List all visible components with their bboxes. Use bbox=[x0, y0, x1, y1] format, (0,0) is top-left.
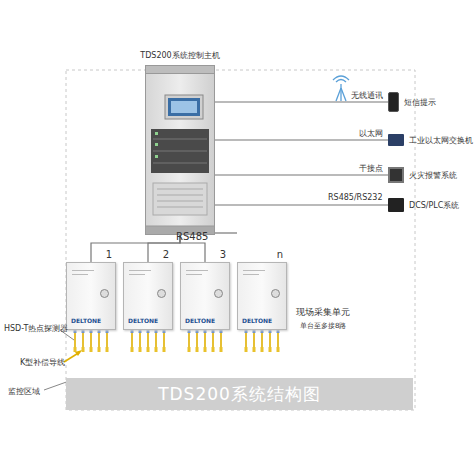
collector-unit: 2DELTONE bbox=[123, 262, 173, 330]
part-label: 监控区域 bbox=[8, 386, 40, 397]
connector-line bbox=[215, 174, 388, 175]
lock-knob bbox=[100, 289, 109, 298]
panel-line bbox=[72, 270, 94, 271]
device-icon bbox=[388, 198, 404, 212]
panel-line bbox=[186, 270, 208, 271]
collector-unit: nDELTONE bbox=[237, 262, 287, 330]
device-label: 火灾报警系统 bbox=[409, 170, 457, 181]
brand-text: DELTONE bbox=[71, 317, 101, 324]
panel-line bbox=[129, 274, 145, 275]
callout-number: n bbox=[277, 249, 283, 261]
diagram-title: TDS200系统结构图 bbox=[158, 383, 321, 406]
sensor-leads bbox=[74, 330, 109, 352]
device-icon bbox=[388, 167, 404, 183]
lock-knob bbox=[271, 289, 280, 298]
connector-label: 以太网 bbox=[359, 128, 383, 139]
title-band: TDS200系统结构图 bbox=[66, 378, 413, 410]
connector-line bbox=[91, 235, 180, 262]
lock-knob bbox=[214, 289, 223, 298]
panel-line bbox=[129, 270, 151, 271]
connector-label: 干接点 bbox=[359, 163, 383, 174]
note-text: 单台至多接8路 bbox=[300, 321, 346, 331]
callout-number: 3 bbox=[220, 249, 226, 261]
device-box: DCS/PLC系统 bbox=[388, 195, 472, 215]
control-cabinet: TDS200系统控制主机 bbox=[145, 65, 215, 235]
leader-arrow bbox=[75, 350, 82, 356]
lock-knob bbox=[157, 289, 166, 298]
sensor-leads bbox=[245, 330, 280, 352]
panel-line bbox=[72, 274, 88, 275]
unit-group-label: 现场采集单元 bbox=[296, 306, 350, 319]
sensor-leads bbox=[131, 330, 166, 352]
connector-line bbox=[215, 204, 388, 205]
device-label: 短信提示 bbox=[404, 97, 436, 108]
cabinet-heading: TDS200系统控制主机 bbox=[100, 50, 260, 61]
brand-text: DELTONE bbox=[128, 317, 158, 324]
bus-label: RS485 bbox=[176, 231, 208, 242]
device-label: 工业以太网交换机 bbox=[409, 135, 473, 146]
system-frame bbox=[66, 70, 415, 410]
device-icon bbox=[388, 134, 404, 146]
connector-line bbox=[148, 235, 180, 262]
part-label: K型补偿导线 bbox=[20, 357, 65, 368]
sensor-leads bbox=[188, 330, 223, 352]
callout-number: 2 bbox=[163, 249, 169, 261]
brand-text: DELTONE bbox=[242, 317, 272, 324]
panel-line bbox=[243, 270, 265, 271]
collector-unit: 1DELTONE bbox=[66, 262, 116, 330]
device-icon bbox=[388, 92, 399, 112]
device-box: 工业以太网交换机 bbox=[388, 130, 472, 150]
device-label: DCS/PLC系统 bbox=[409, 200, 459, 211]
connector-label: RS485/RS232 bbox=[328, 193, 383, 202]
connector-line bbox=[215, 232, 237, 233]
connector-label: 无线通讯 bbox=[351, 90, 383, 101]
brand-text: DELTONE bbox=[185, 317, 215, 324]
callout-number: 1 bbox=[106, 249, 112, 261]
cabinet-drawing bbox=[145, 65, 215, 235]
panel-line bbox=[186, 274, 202, 275]
collector-unit: 3DELTONE bbox=[180, 262, 230, 330]
connector-line bbox=[215, 101, 388, 102]
antenna-symbol bbox=[333, 76, 349, 101]
part-label: HSD-T热点探测器 bbox=[4, 323, 68, 334]
connector-line bbox=[215, 139, 388, 140]
panel-line bbox=[243, 274, 259, 275]
device-box: 短信提示 bbox=[388, 90, 472, 114]
device-box: 火灾报警系统 bbox=[388, 165, 472, 185]
